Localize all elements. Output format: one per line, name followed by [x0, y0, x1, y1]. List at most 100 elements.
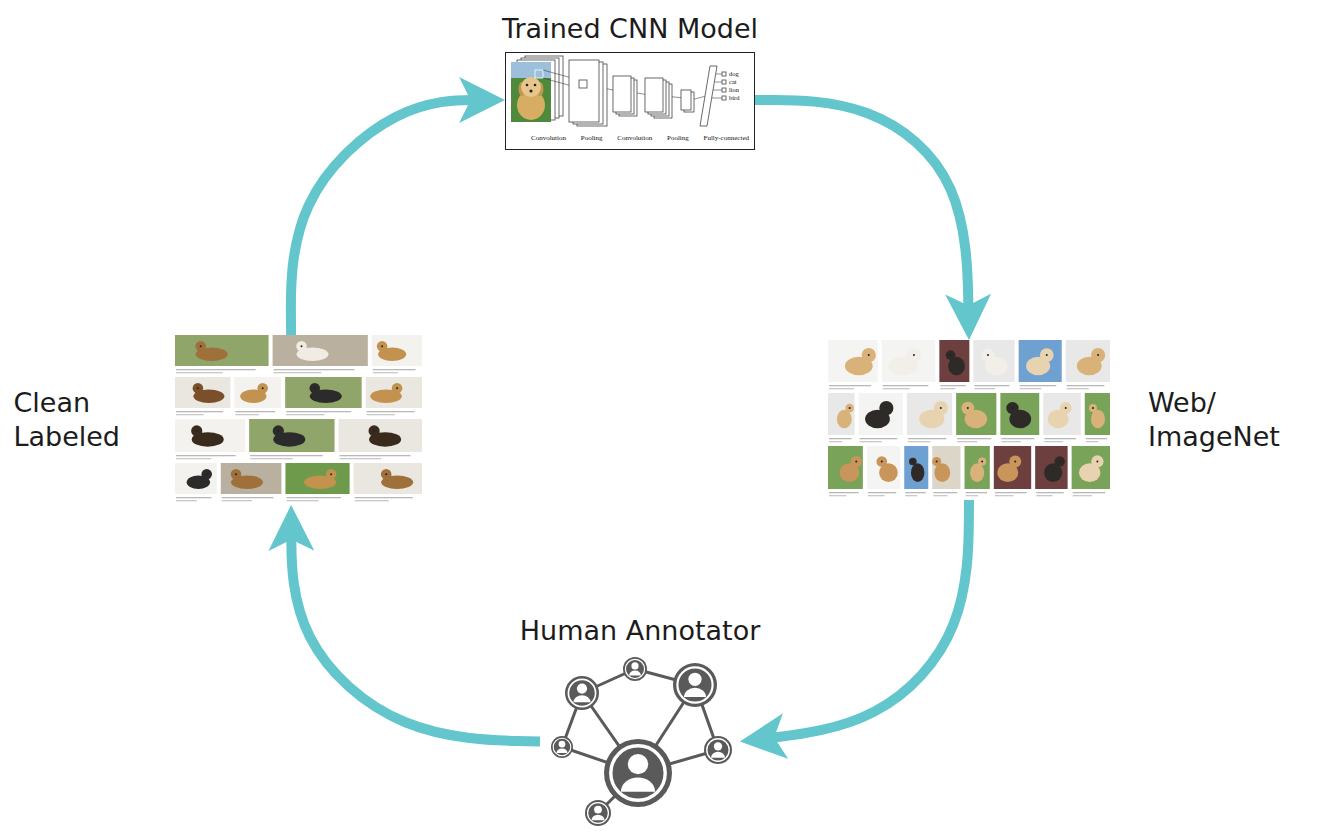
thumbnail-part — [286, 411, 351, 412]
thumbnail-part — [1067, 388, 1089, 389]
feature-maps-part — [722, 96, 726, 100]
thumbnail-part — [1073, 495, 1092, 496]
thumbnail-part — [176, 414, 204, 415]
thumbnail — [956, 393, 996, 442]
thumbnail-part — [191, 425, 202, 436]
thumbnail-part — [828, 446, 863, 489]
thumbnail-part — [1036, 495, 1052, 496]
node-title: Web/ ImageNet — [1148, 386, 1280, 454]
thumbnail-part — [933, 492, 957, 493]
thumbnail-part — [1043, 393, 1081, 435]
thumbnail-part — [196, 430, 198, 432]
thumbnail-part — [828, 340, 878, 382]
person-circles-part — [604, 739, 672, 807]
thumbnail-part — [1086, 438, 1107, 439]
thumbnail-part — [829, 441, 842, 442]
thumbnail-part — [354, 463, 422, 494]
thumbnail-part — [965, 446, 990, 489]
thumbnail-part — [273, 335, 368, 366]
thumbnail-part — [340, 455, 411, 456]
thumbnail-part — [1096, 460, 1098, 462]
thumbnail-part — [355, 497, 413, 498]
thumbnail-part — [981, 460, 983, 462]
thumbnail-part — [1059, 460, 1061, 462]
thumbnail-part — [373, 430, 375, 432]
thumbnail — [285, 463, 349, 501]
thumbnail-part — [908, 441, 931, 442]
thumbnail — [1035, 446, 1067, 496]
thumbnail-part — [904, 446, 928, 489]
thumbnail-part — [934, 463, 950, 482]
thumbnail — [994, 446, 1031, 496]
person-circles — [551, 657, 732, 826]
feature-maps-part — [700, 66, 717, 126]
person-circles-part — [673, 663, 717, 707]
thumbnail-part — [175, 463, 217, 494]
thumbnail-part — [1035, 446, 1067, 489]
thumbnail-part — [956, 393, 996, 435]
thumbnail — [175, 335, 269, 373]
thumbnail-part — [987, 354, 989, 356]
thumbnail-part — [936, 460, 938, 462]
thumbnail-part — [907, 393, 952, 435]
annotator-network-icon — [551, 657, 732, 826]
thumbnail-part — [367, 414, 395, 415]
thumbnail — [175, 377, 230, 415]
thumbnail-part — [221, 463, 282, 494]
person-circles-part — [704, 736, 732, 764]
layer-label-row: ConvolutionPoolingConvolutionPoolingFull… — [531, 134, 749, 142]
thumbnail-part — [200, 345, 202, 347]
thumbnail-part — [1091, 455, 1103, 467]
thumbnail — [859, 393, 903, 442]
thumbnail-part — [829, 385, 871, 386]
thumbnail — [175, 419, 245, 459]
thumbnail-part — [1040, 348, 1054, 362]
thumbnail-part — [1054, 456, 1064, 466]
thumbnail-part — [385, 473, 387, 475]
class-label: cat — [729, 78, 739, 86]
thumbnail — [234, 377, 281, 415]
thumbnail-part — [274, 369, 355, 370]
thumbnail-part — [1085, 393, 1110, 435]
node-title: Clean Labeled — [13, 386, 120, 454]
thumbnail-part — [235, 414, 258, 415]
thumbnail-part — [175, 419, 245, 452]
class-label: lion — [729, 86, 739, 94]
thumbnail-part — [829, 495, 846, 496]
thumbnail-part — [829, 388, 854, 389]
person-circles-part — [623, 657, 647, 681]
thumbnail-part — [326, 469, 337, 480]
annotator-icon: Human Annotator — [540, 655, 740, 828]
class-label-column: dogcatlionbird — [729, 70, 739, 102]
dog-photo-part — [521, 77, 541, 97]
feature-maps-part — [681, 90, 691, 110]
thumbnail-part — [1097, 354, 1099, 356]
node-title: Human Annotator — [520, 614, 761, 648]
thumbnail-part — [905, 492, 925, 493]
thumbnail-part — [932, 446, 960, 489]
thumbnail — [965, 446, 990, 496]
thumbnail-part — [994, 446, 1031, 489]
thumbnail-part — [868, 354, 870, 356]
thumbnail-part — [829, 438, 852, 439]
thumbnail-part — [908, 438, 946, 439]
feature-maps-part — [645, 78, 663, 112]
thumbnail-part — [876, 456, 887, 467]
thumbnail-part — [940, 385, 965, 386]
clean-grid — [175, 335, 422, 501]
thumbnail-part — [1067, 385, 1105, 386]
feature-maps — [569, 60, 726, 126]
thumbnail-part — [1073, 492, 1106, 493]
thumbnail-part — [882, 340, 936, 382]
thumbnail-part — [1020, 388, 1042, 389]
image-grid: Web/ ImageNet — [828, 340, 1110, 500]
thumbnail-part — [377, 341, 388, 352]
projection-lines-part — [716, 74, 722, 75]
layer-label: Convolution — [617, 134, 652, 142]
thumbnail-part — [849, 407, 851, 409]
thumbnail-part — [879, 401, 893, 415]
thumbnail-part — [970, 463, 984, 482]
thumbnail-part — [176, 455, 236, 456]
person-circles-part — [551, 736, 573, 758]
thumbnail-part — [176, 372, 223, 373]
